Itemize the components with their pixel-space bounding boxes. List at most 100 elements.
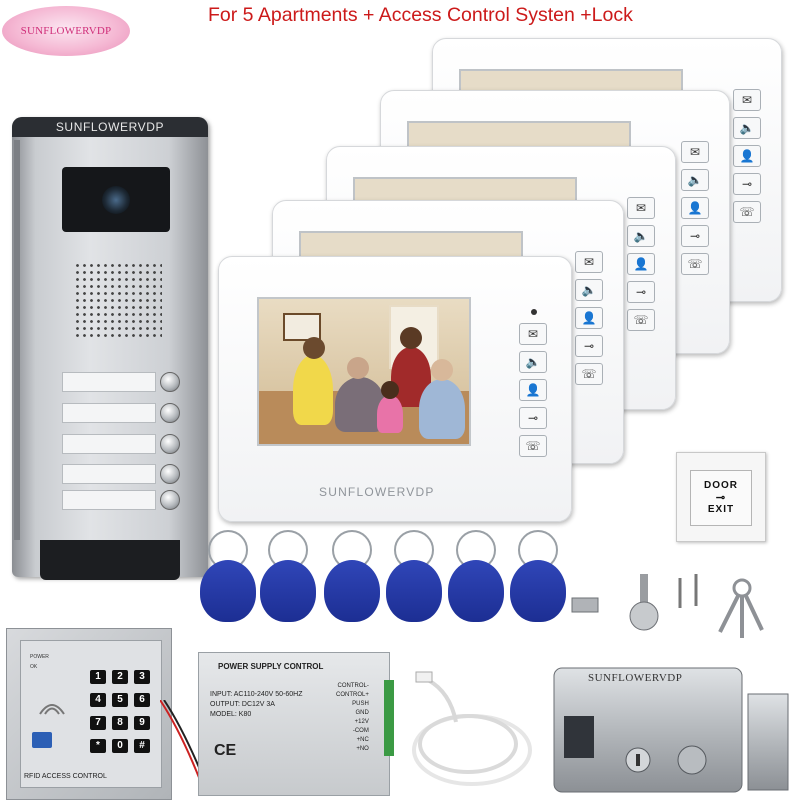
person-head — [347, 357, 369, 379]
lock-cylinder-icon — [629, 601, 659, 631]
call-button[interactable] — [160, 464, 180, 484]
speaker-icon[interactable]: 🔈 — [575, 279, 603, 301]
keypad-key[interactable]: 6 — [134, 693, 150, 707]
speaker-icon[interactable]: 🔈 — [733, 117, 761, 139]
monitor-button-column: ✉ 🔈 👤 ⊸ ☏ — [733, 89, 763, 229]
rfid-wave-icon — [34, 690, 70, 726]
call-button[interactable] — [160, 434, 180, 454]
call-button[interactable] — [160, 403, 180, 423]
key-icon[interactable]: ⊸ — [681, 225, 709, 247]
keypad-key[interactable]: 8 — [112, 716, 128, 730]
psu-specs: INPUT: AC110-240V 50-60HZ OUTPUT: DC12V … — [210, 690, 302, 720]
rfid-tag — [196, 530, 262, 622]
keypad-key[interactable]: 5 — [112, 693, 128, 707]
monitor-button-column: ✉ 🔈 👤 ⊸ ☏ — [627, 197, 657, 337]
user-icon[interactable]: 👤 — [681, 197, 709, 219]
psu-terminal-label: -COM — [352, 728, 369, 734]
panel-brand-strip: SUNFLOWERVDP — [12, 117, 208, 137]
person-woman — [293, 355, 333, 425]
person-head — [381, 381, 399, 399]
psu-terminal-block — [384, 680, 394, 756]
user-icon[interactable]: 👤 — [575, 307, 603, 329]
message-icon[interactable]: ✉ — [733, 89, 761, 111]
rfid-tag — [444, 530, 510, 622]
rfid-fob — [260, 560, 316, 622]
user-icon[interactable]: 👤 — [733, 145, 761, 167]
person-head — [303, 337, 325, 359]
call-button[interactable] — [160, 372, 180, 392]
logo-text: SUNFLOWERVDP — [20, 25, 112, 37]
name-slot — [62, 372, 156, 392]
monitor-button-column: ✉ 🔈 👤 ⊸ ☏ — [681, 141, 711, 281]
panel-side-edge — [14, 140, 20, 540]
ce-mark-icon: CE — [214, 742, 237, 759]
psu-terminal-label: CONTROL- — [337, 683, 369, 689]
keypad-key[interactable]: 4 — [90, 693, 106, 707]
rfid-fob — [510, 560, 566, 622]
keypad-key[interactable]: 7 — [90, 716, 106, 730]
psu-input: INPUT: AC110-240V 50-60HZ — [210, 691, 303, 698]
keypad-key[interactable]: 2 — [112, 670, 128, 684]
rfid-tag — [256, 530, 322, 622]
panel-base — [40, 540, 180, 580]
name-slot — [62, 464, 156, 484]
keypad-key[interactable]: 3 — [134, 670, 150, 684]
keypad-label: RFID ACCESS CONTROL — [24, 773, 107, 780]
psu-terminal-label: +NO — [356, 746, 369, 752]
person-girl — [377, 395, 403, 433]
call-button[interactable] — [160, 490, 180, 510]
speaker-icon[interactable]: 🔈 — [627, 225, 655, 247]
name-slot — [62, 434, 156, 454]
message-icon[interactable]: ✉ — [519, 323, 547, 345]
ok-indicator-label: OK — [30, 664, 38, 670]
person-head — [431, 359, 453, 381]
electric-lock — [553, 667, 789, 793]
camera-lens-icon — [102, 186, 130, 214]
connector-icon — [415, 671, 433, 683]
keypad-key[interactable]: 9 — [134, 716, 150, 730]
key-icon[interactable]: ⊸ — [627, 281, 655, 303]
phone-icon[interactable]: ☏ — [733, 201, 761, 223]
indoor-monitor-front: ✉ 🔈 👤 ⊸ ☏ SUNFLOWERVDP — [218, 256, 572, 522]
picture-frame — [283, 313, 321, 341]
panel-brand: SUNFLOWERVDP — [55, 120, 165, 134]
phone-icon[interactable]: ☏ — [575, 363, 603, 385]
key-icon[interactable]: ⊸ — [733, 173, 761, 195]
psu-title: POWER SUPPLY CONTROL — [218, 662, 324, 671]
psu-model: MODEL: K80 — [210, 711, 252, 718]
headline: For 5 Apartments + Access Control Systen… — [208, 4, 633, 26]
user-icon[interactable]: 👤 — [627, 253, 655, 275]
speaker-icon[interactable]: 🔈 — [681, 169, 709, 191]
keypad-key[interactable]: 1 — [90, 670, 106, 684]
psu-terminal-label: PUSH — [352, 701, 369, 707]
speaker-icon[interactable]: 🔈 — [519, 351, 547, 373]
message-icon[interactable]: ✉ — [575, 251, 603, 273]
message-icon[interactable]: ✉ — [681, 141, 709, 163]
monitor-button-column: ✉ 🔈 👤 ⊸ ☏ — [575, 251, 605, 391]
phone-icon[interactable]: ☏ — [519, 435, 547, 457]
psu-output: OUTPUT: DC12V 3A — [210, 701, 275, 708]
keypad-face — [20, 640, 162, 788]
rfid-tag — [320, 530, 386, 622]
rfid-fob — [324, 560, 380, 622]
rfid-fob — [200, 560, 256, 622]
key-icon[interactable]: ⊸ — [519, 407, 547, 429]
door-exit-button[interactable]: DOOR ⊸ EXIT — [690, 470, 752, 526]
keypad-key[interactable]: * — [90, 739, 106, 753]
user-icon[interactable]: 👤 — [519, 379, 547, 401]
key-icon[interactable]: ⊸ — [575, 335, 603, 357]
psu-terminal-label: +12V — [354, 719, 369, 725]
keypad-key[interactable]: 0 — [112, 739, 128, 753]
lock-brand: SUNFLOWERVDP — [588, 672, 683, 684]
psu-terminal-label: CONTROL+ — [336, 692, 369, 698]
phone-icon[interactable]: ☏ — [681, 253, 709, 275]
person-grandmother — [335, 377, 385, 432]
brand-logo: SUNFLOWERVDP — [2, 6, 130, 56]
message-icon[interactable]: ✉ — [627, 197, 655, 219]
rfid-tag — [382, 530, 448, 622]
name-slot — [62, 403, 156, 423]
keypad-key[interactable]: # — [134, 739, 150, 753]
lock-hardware — [571, 574, 764, 638]
doorbell-button[interactable] — [32, 732, 52, 748]
phone-icon[interactable]: ☏ — [627, 309, 655, 331]
